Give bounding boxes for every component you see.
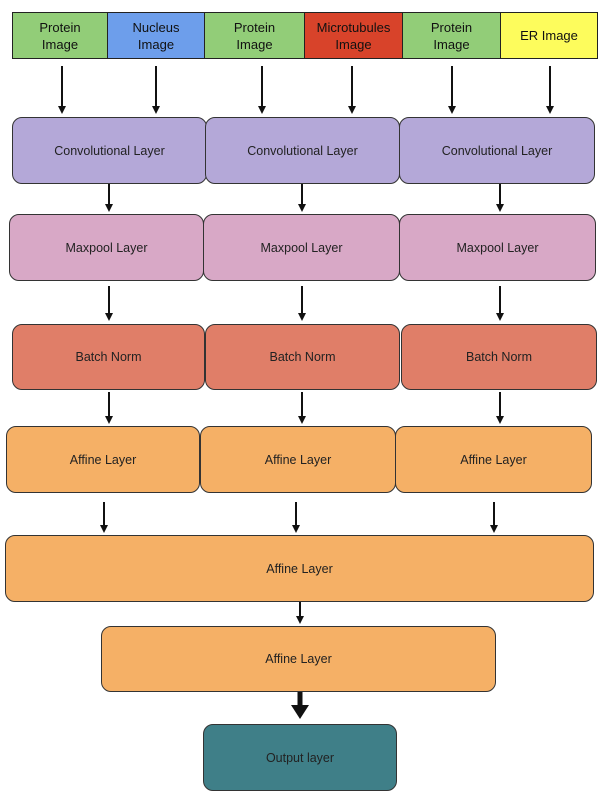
- affine-layer-merged: Affine Layer: [5, 535, 594, 602]
- maxpool-layer-3: Maxpool Layer: [399, 214, 596, 281]
- maxpool-layer-1: Maxpool Layer: [9, 214, 204, 281]
- conv-layer-1: Convolutional Layer: [12, 117, 207, 184]
- affine-layer-final: Affine Layer: [101, 626, 496, 692]
- batch-norm-3: Batch Norm: [401, 324, 597, 390]
- input-er-image: ER Image: [500, 12, 598, 59]
- batch-norm-1: Batch Norm: [12, 324, 205, 390]
- conv-layer-2: Convolutional Layer: [205, 117, 400, 184]
- maxpool-layer-2: Maxpool Layer: [203, 214, 400, 281]
- arrow-final-to-output-head: [291, 705, 309, 719]
- output-layer: Output layer: [203, 724, 397, 791]
- input-protein-image-3: Protein Image: [402, 12, 501, 59]
- conv-layer-3: Convolutional Layer: [399, 117, 595, 184]
- affine-layer-branch-2: Affine Layer: [200, 426, 396, 493]
- input-microtubules-image: Microtubules Image: [304, 12, 403, 59]
- input-protein-image-2: Protein Image: [204, 12, 305, 59]
- input-protein-image-1: Protein Image: [12, 12, 108, 59]
- affine-layer-branch-3: Affine Layer: [395, 426, 592, 493]
- batch-norm-2: Batch Norm: [205, 324, 400, 390]
- affine-layer-branch-1: Affine Layer: [6, 426, 200, 493]
